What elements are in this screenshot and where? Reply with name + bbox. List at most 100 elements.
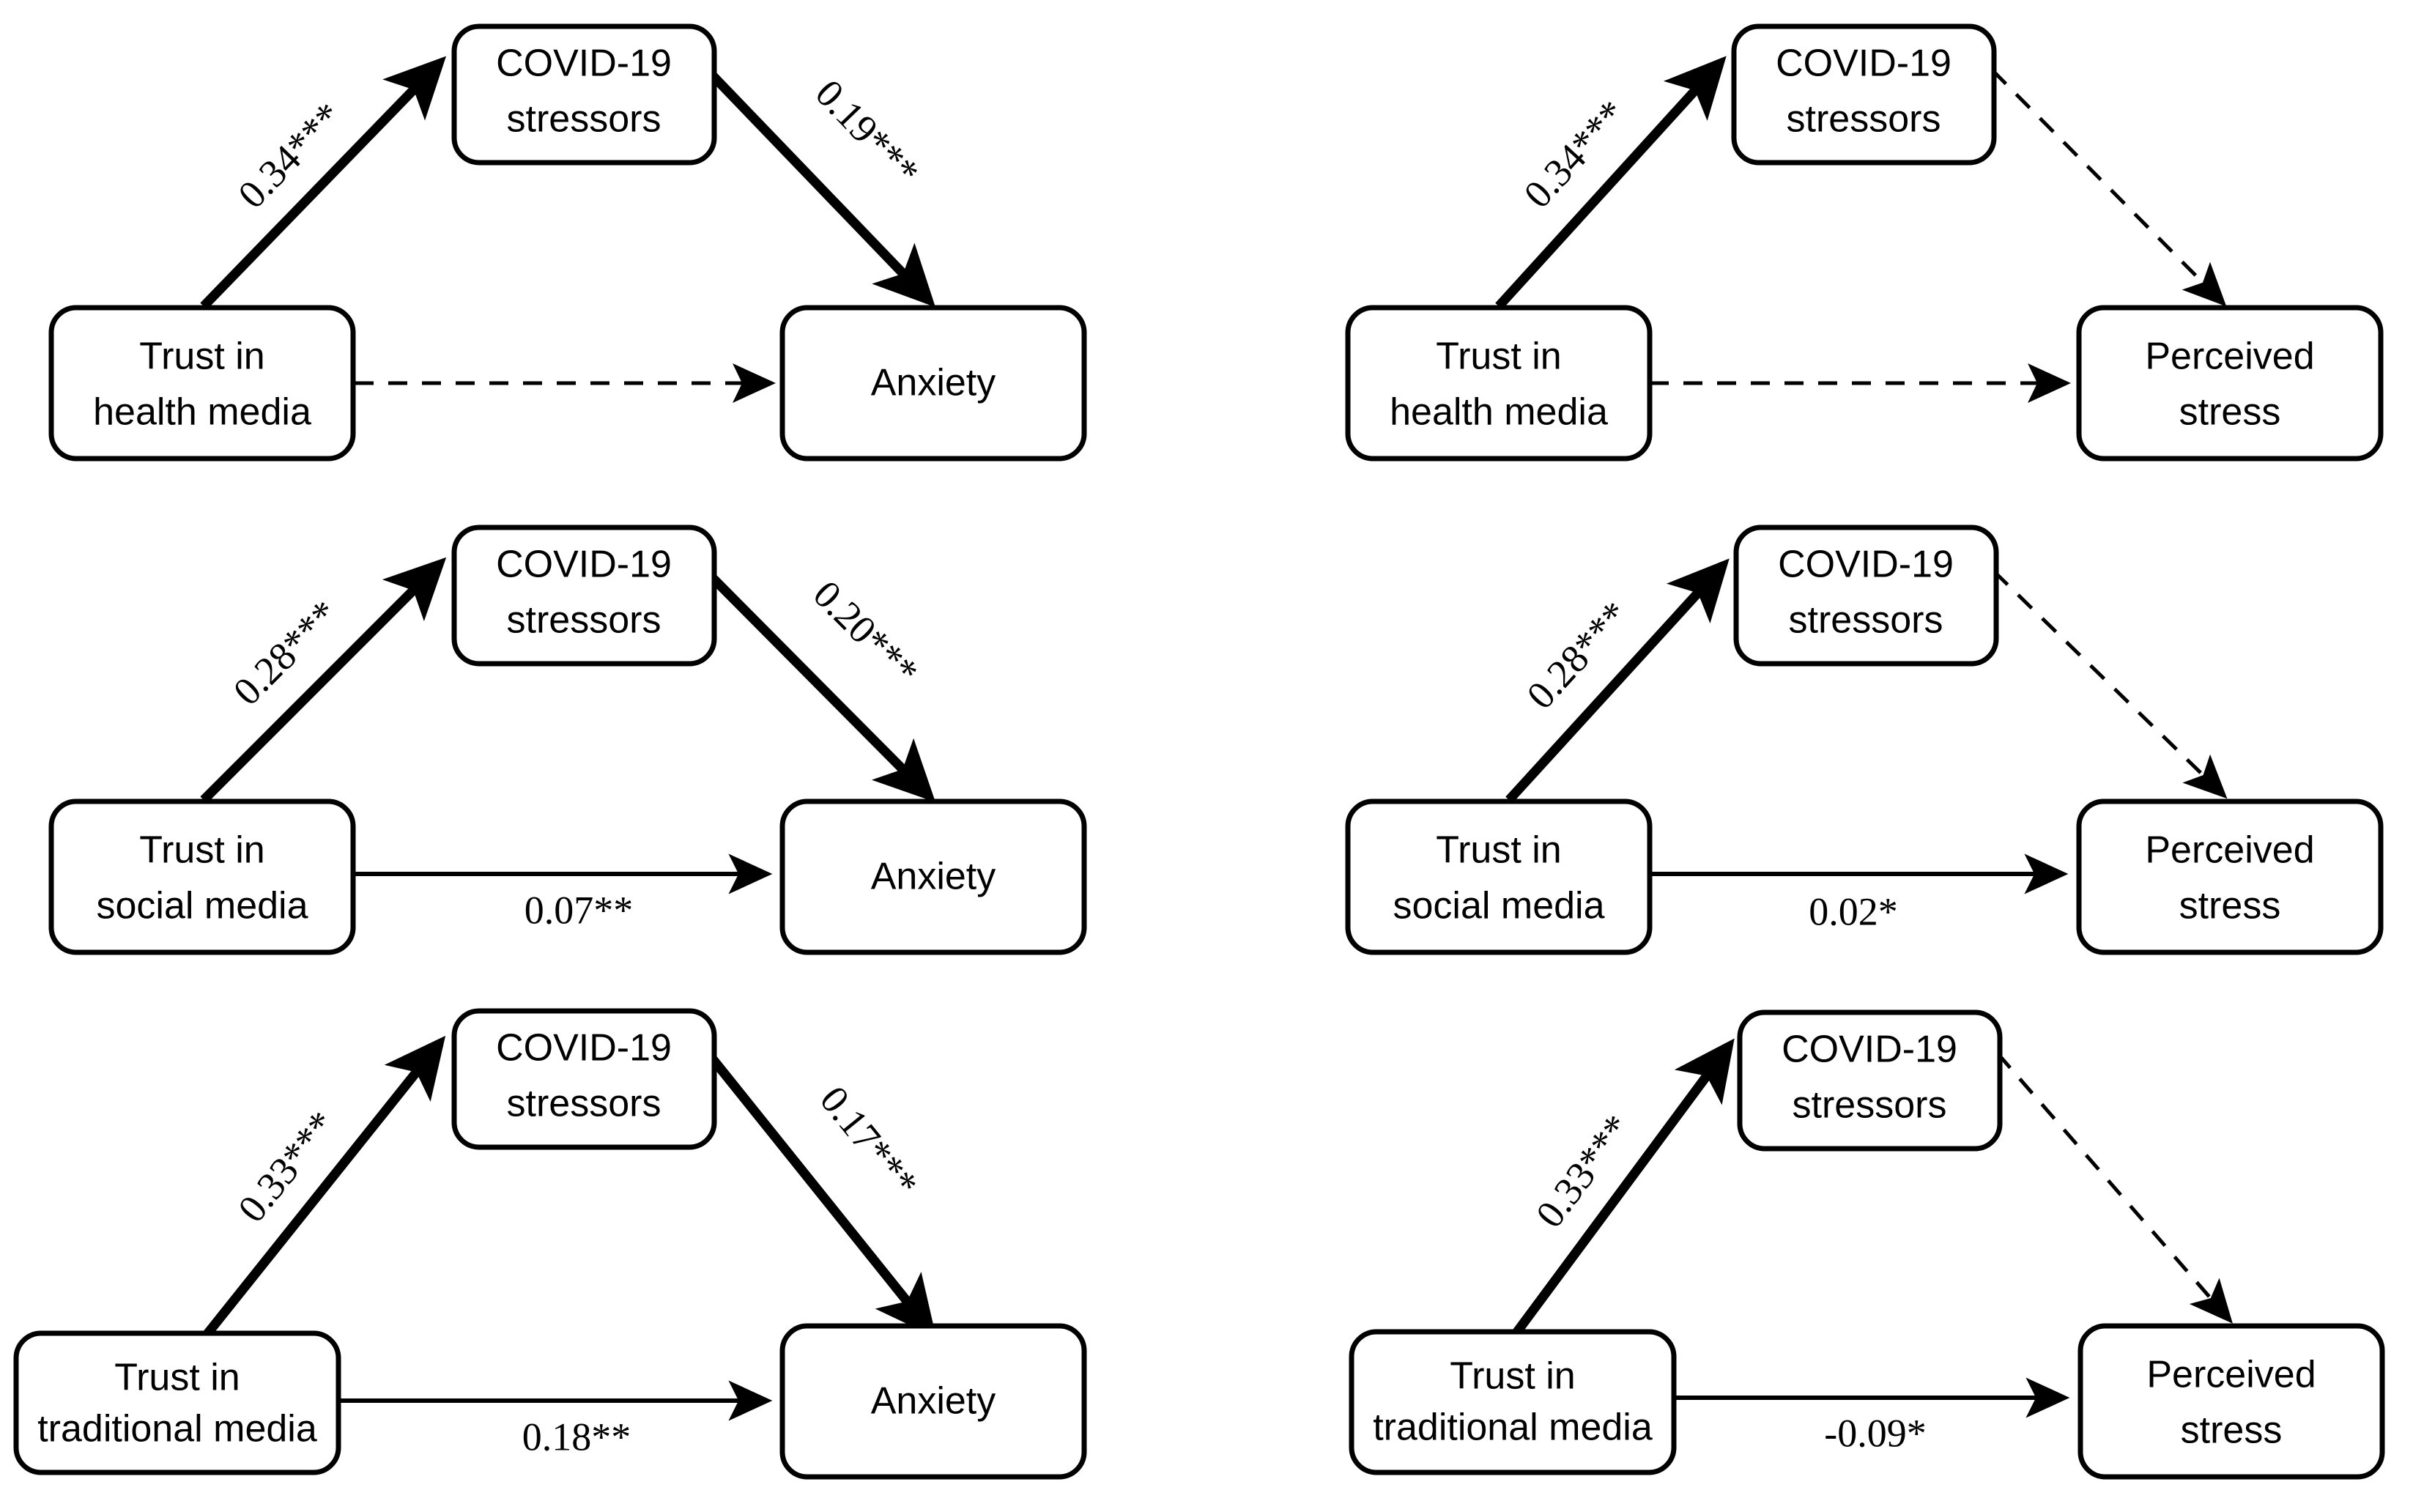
panel-5-predictor-label-line2: traditional media bbox=[37, 1408, 317, 1450]
panel-6-path-b bbox=[1996, 1052, 2233, 1324]
panel-5-path-a-label: 0.33*** bbox=[229, 1102, 344, 1230]
panel-4-outcome-box bbox=[2076, 798, 2384, 955]
panel-2-path-b bbox=[1991, 69, 2227, 307]
panel-2-outcome-box bbox=[2076, 305, 2384, 462]
panel-2-mediator-node: COVID-19 stressors bbox=[1731, 23, 1997, 166]
panel-1-predictor-box bbox=[48, 305, 356, 462]
panel-4-mediator-node: COVID-19 stressors bbox=[1733, 525, 1999, 667]
panel-2-outcome-label-line1: Perceived bbox=[2145, 336, 2314, 378]
panel-1-path-b-label: 0.19*** bbox=[807, 71, 928, 194]
panel-4-path-a bbox=[1505, 558, 1730, 804]
panel-2-predictor-node: Trust in health media bbox=[1345, 305, 1653, 462]
panel-4-path-c-label: 0.02* bbox=[1809, 889, 1898, 933]
panel-4-predictor-label-line2: social media bbox=[1393, 885, 1604, 927]
panel-3-outcome-label-line1: Anxiety bbox=[871, 856, 996, 898]
panel-6-path-a-label: 0.33*** bbox=[1527, 1106, 1640, 1235]
panel-5-path-c-label: 0.18** bbox=[522, 1415, 631, 1459]
panel-3-path-a-label: 0.28*** bbox=[225, 592, 347, 714]
panel-4-mediator-label-line1: COVID-19 bbox=[1778, 544, 1954, 586]
panel-4-predictor-label-line1: Trust in bbox=[1436, 829, 1561, 872]
panel-2-path-a bbox=[1495, 56, 1727, 310]
panel-1-mediator-box bbox=[451, 23, 717, 166]
panel-6-outcome-box bbox=[2077, 1323, 2385, 1480]
panel-2-path-a-label: 0.34*** bbox=[1515, 92, 1634, 216]
panel-3-outcome-node: Anxiety bbox=[779, 798, 1087, 955]
panel-1-outcome-box bbox=[779, 305, 1087, 462]
panel-3-path-b bbox=[704, 569, 936, 803]
panel-3-path-c-label: 0.07** bbox=[525, 888, 634, 932]
panel-5-path-a bbox=[202, 1035, 446, 1338]
panel-3-predictor-node: Trust in social media bbox=[48, 798, 356, 955]
panel-5-predictor-node: Trust in traditional media bbox=[13, 1330, 341, 1475]
panel-6-predictor-box bbox=[1349, 1329, 1677, 1475]
panel-3-mediator-label-line2: stressors bbox=[507, 599, 661, 642]
panel-2-predictor-label-line2: health media bbox=[1390, 391, 1608, 434]
panel-1-path-a bbox=[200, 56, 447, 310]
panel-3-predictor-box bbox=[48, 798, 356, 955]
panel-2: COVID-19 stressors Trust in health media… bbox=[1345, 23, 2384, 462]
panel-4-outcome-label-line2: stress bbox=[2179, 885, 2281, 927]
panel-3-mediator-node: COVID-19 stressors bbox=[451, 525, 717, 667]
panel-1-outcome-node: Anxiety bbox=[779, 305, 1087, 462]
panel-2-mediator-label-line2: stressors bbox=[1787, 98, 1941, 141]
panel-6-outcome-label-line2: stress bbox=[2181, 1409, 2283, 1452]
panel-6-predictor-node: Trust in traditional media bbox=[1349, 1329, 1677, 1475]
panel-2-predictor-label-line1: Trust in bbox=[1436, 336, 1561, 378]
panel-3-mediator-label-line1: COVID-19 bbox=[496, 544, 672, 586]
panel-2-mediator-label-line1: COVID-19 bbox=[1776, 42, 1951, 85]
panel-5-mediator-box bbox=[451, 1008, 717, 1150]
panel-1: COVID-19 stressors Trust in health media… bbox=[48, 23, 1087, 462]
panel-5-mediator-node: COVID-19 stressors bbox=[451, 1008, 717, 1150]
panel-1-path-b bbox=[704, 67, 936, 308]
panel-5-mediator-label-line2: stressors bbox=[507, 1083, 661, 1125]
panel-2-outcome-node: Perceived stress bbox=[2076, 305, 2384, 462]
panel-1-outcome-label-line1: Anxiety bbox=[871, 362, 996, 404]
panel-6-mediator-box bbox=[1737, 1009, 2003, 1152]
panel-5-outcome-node: Anxiety bbox=[779, 1323, 1087, 1480]
panel-3-mediator-box bbox=[451, 525, 717, 667]
panel-6-mediator-node: COVID-19 stressors bbox=[1737, 1009, 2003, 1152]
panel-4-mediator-box bbox=[1733, 525, 1999, 667]
panel-4-path-a-label: 0.28*** bbox=[1518, 593, 1637, 717]
panel-4-predictor-box bbox=[1345, 798, 1653, 955]
panel-1-predictor-node: Trust in health media bbox=[48, 305, 356, 462]
panel-5-outcome-label-line1: Anxiety bbox=[871, 1380, 996, 1423]
panel-4-path-b bbox=[1993, 570, 2228, 799]
panel-5-path-b-label: 0.17*** bbox=[812, 1078, 927, 1205]
panel-4: COVID-19 stressors Trust in social media… bbox=[1345, 525, 2384, 955]
panel-1-mediator-label-line2: stressors bbox=[507, 98, 661, 141]
panel-5: COVID-19 stressors Trust in traditional … bbox=[13, 1008, 1087, 1480]
panel-2-predictor-box bbox=[1345, 305, 1653, 462]
panel-4-outcome-label-line1: Perceived bbox=[2145, 829, 2314, 872]
panel-1-predictor-label-line1: Trust in bbox=[139, 336, 264, 378]
panel-3-path-a bbox=[200, 557, 447, 804]
panel-2-outcome-label-line2: stress bbox=[2179, 391, 2281, 434]
panel-6: COVID-19 stressors Trust in traditional … bbox=[1349, 1009, 2385, 1480]
panel-6-mediator-label-line1: COVID-19 bbox=[1782, 1029, 1957, 1071]
panel-1-path-a-label: 0.34*** bbox=[229, 94, 350, 217]
panel-4-mediator-label-line2: stressors bbox=[1789, 599, 1943, 642]
panel-6-mediator-label-line2: stressors bbox=[1793, 1084, 1947, 1127]
panel-6-outcome-node: Perceived stress bbox=[2077, 1323, 2385, 1480]
panel-5-predictor-box bbox=[13, 1330, 341, 1475]
panel-1-predictor-label-line2: health media bbox=[93, 391, 311, 434]
panel-4-outcome-node: Perceived stress bbox=[2076, 798, 2384, 955]
panel-3-path-b-label: 0.20*** bbox=[805, 572, 927, 694]
panel-1-mediator-label-line1: COVID-19 bbox=[496, 42, 672, 85]
panel-6-path-a bbox=[1511, 1038, 1735, 1338]
panel-5-mediator-label-line1: COVID-19 bbox=[496, 1027, 672, 1070]
panel-5-predictor-label-line1: Trust in bbox=[114, 1357, 240, 1399]
panel-6-path-c-label: -0.09* bbox=[1824, 1411, 1926, 1455]
panel-6-outcome-label-line1: Perceived bbox=[2146, 1354, 2316, 1396]
panel-5-path-b bbox=[700, 1045, 937, 1338]
panel-3-predictor-label-line2: social media bbox=[96, 885, 308, 927]
panel-4-predictor-node: Trust in social media bbox=[1345, 798, 1653, 955]
panel-2-mediator-box bbox=[1731, 23, 1997, 166]
panel-6-predictor-label-line1: Trust in bbox=[1450, 1355, 1575, 1398]
panel-1-mediator-node: COVID-19 stressors bbox=[451, 23, 717, 166]
panel-3: COVID-19 stressors Trust in social media… bbox=[48, 525, 1087, 955]
panel-3-outcome-box bbox=[779, 798, 1087, 955]
panel-6-predictor-label-line2: traditional media bbox=[1373, 1407, 1653, 1449]
panel-3-predictor-label-line1: Trust in bbox=[139, 829, 264, 872]
